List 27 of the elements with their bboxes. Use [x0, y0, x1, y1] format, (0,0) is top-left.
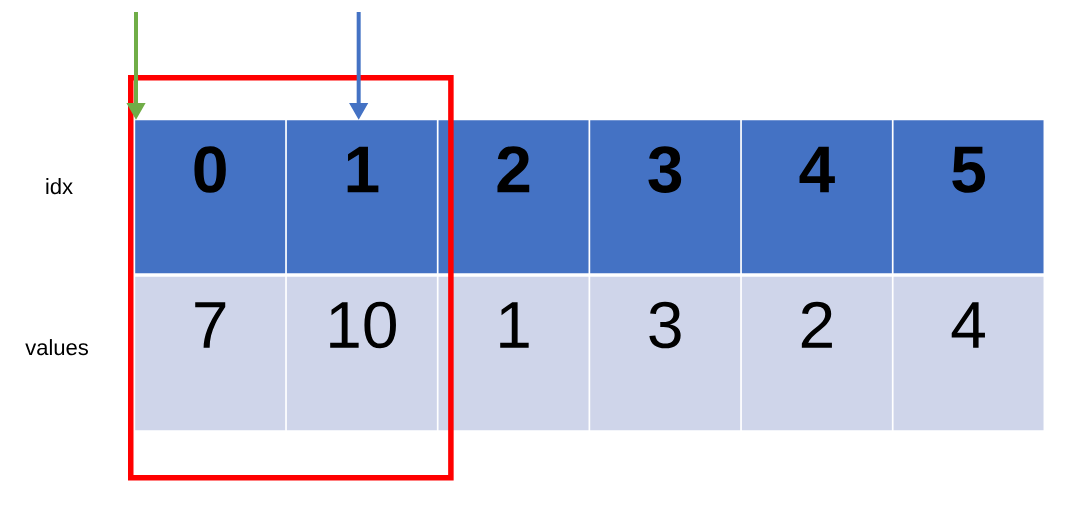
header-cell: 4 [741, 120, 892, 274]
header-cell: 3 [590, 120, 741, 274]
value-cell: 7 [135, 276, 286, 431]
header-cell: 5 [893, 120, 1044, 274]
node-label: 5 [952, 146, 986, 193]
node-label: 3 [648, 146, 682, 193]
node-label: 4 [951, 302, 985, 348]
node-label: 1 [500, 302, 529, 348]
row-label: values [25, 339, 88, 356]
header-cell: 0 [135, 120, 286, 274]
node-label: 4 [799, 146, 835, 193]
header-cell: 1 [286, 120, 437, 274]
row-label: idx [46, 178, 73, 195]
node-label: 10 [330, 301, 396, 349]
value-cell: 2 [741, 276, 892, 431]
highlight-frame [128, 75, 454, 481]
node-label: 2 [801, 301, 832, 348]
node-label: 0 [194, 146, 226, 193]
node-label: 3 [649, 301, 681, 349]
value-cell: 3 [590, 276, 741, 431]
node-label: 2 [497, 146, 530, 193]
node-label: 1 [347, 146, 379, 193]
header-cell: 2 [438, 120, 589, 274]
node-label: 7 [195, 302, 226, 348]
value-cell: 4 [893, 276, 1044, 431]
value-cell: 1 [438, 276, 589, 431]
value-cell: 10 [286, 276, 437, 431]
